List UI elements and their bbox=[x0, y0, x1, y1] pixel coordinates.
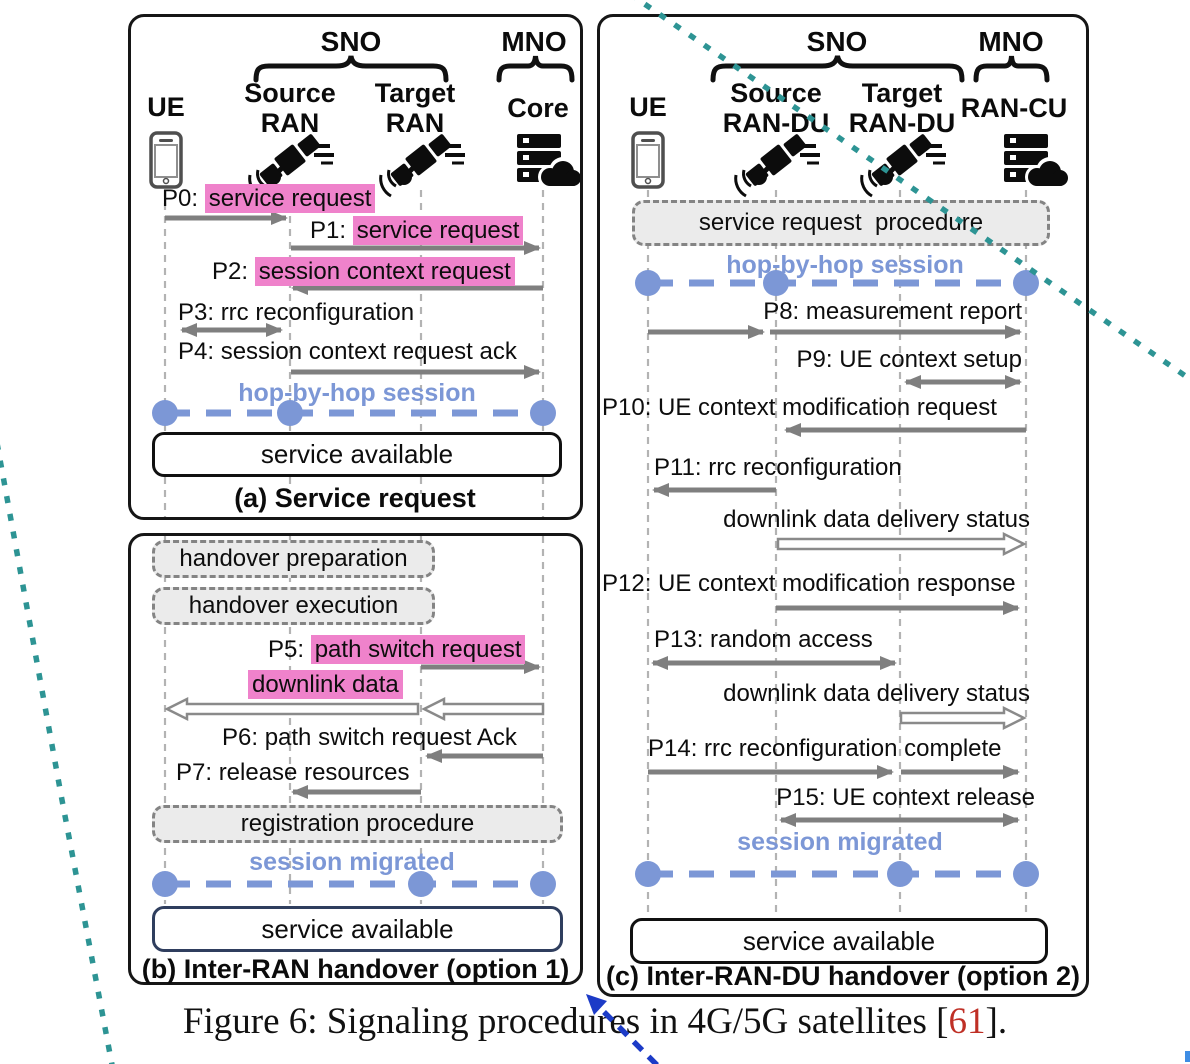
service-available-text-a: service available bbox=[260, 439, 454, 469]
lifelines-panel-b bbox=[163, 536, 545, 904]
message-dds-2: downlink data delivery status bbox=[723, 680, 1030, 707]
panel-b-caption: (b) Inter-RAN handover (option 1) bbox=[141, 954, 570, 984]
actor-source-ran-du-line1: Source bbox=[730, 78, 822, 108]
message-p3: P3: rrc reconfiguration bbox=[178, 299, 415, 326]
figure-caption: Figure 6: Signaling procedures in 4G/5G … bbox=[0, 1000, 1190, 1043]
registration-procedure-box: registration procedure bbox=[152, 805, 563, 843]
figure-caption-ref-number: 61 bbox=[948, 1001, 986, 1042]
actor-ue-c: UE bbox=[629, 92, 667, 122]
actor-source-ran-du-line2: RAN-DU bbox=[722, 108, 830, 138]
panel-a-caption: (a) Service request bbox=[234, 483, 476, 513]
sno-brace-a bbox=[253, 55, 449, 83]
service-available-text-b: service available bbox=[261, 913, 454, 944]
message-downlink-data-text: downlink data bbox=[248, 670, 403, 699]
message-p0: P0: service request bbox=[162, 184, 376, 214]
session-migrated-label-b: session migrated bbox=[249, 848, 455, 876]
handover-preparation-text: handover preparation bbox=[179, 545, 408, 572]
actor-target-ran-a: Target RAN bbox=[355, 78, 475, 138]
message-p14: P14: rrc reconfiguration complete bbox=[648, 735, 1002, 762]
figure-caption-post: ]. bbox=[985, 1001, 1008, 1042]
dds-arrow-1 bbox=[776, 531, 1027, 557]
mno-group-label-c: MNO bbox=[978, 26, 1044, 57]
service-available-text-c: service available bbox=[742, 925, 936, 956]
message-p11: P11: rrc reconfiguration bbox=[654, 454, 902, 481]
dds-arrow-2 bbox=[899, 705, 1027, 731]
message-p1-prefix: P1: bbox=[310, 217, 353, 244]
downlink-data-arrow-target-to-ue bbox=[164, 696, 420, 722]
service-available-box-b: service available bbox=[152, 906, 563, 952]
message-p9: P9: UE context setup bbox=[796, 346, 1022, 373]
registration-procedure-text: registration procedure bbox=[240, 810, 475, 837]
message-p13: P13: random access bbox=[654, 626, 873, 653]
hop-by-hop-session-label-a: hop-by-hop session bbox=[238, 379, 476, 407]
message-p12: P12: UE context modification response bbox=[602, 570, 1016, 597]
message-p1-text: service request bbox=[352, 216, 524, 245]
panel-a-frame bbox=[128, 14, 583, 520]
message-p8: P8: measurement report bbox=[763, 298, 1022, 325]
message-p7: P7: release resources bbox=[176, 759, 410, 786]
service-request-procedure-text: service request procedure bbox=[698, 209, 984, 236]
actor-ue-a: UE bbox=[147, 92, 185, 122]
message-p5-text: path switch request bbox=[310, 635, 526, 664]
message-p2-text: session context request bbox=[254, 257, 515, 286]
figure-caption-pre: Figure 6: Signaling procedures in 4G/5G … bbox=[182, 1001, 949, 1042]
message-dds-1: downlink data delivery status bbox=[723, 506, 1030, 533]
downlink-data-arrow-core-to-target bbox=[421, 696, 545, 722]
hop-by-hop-session-label-c: hop-by-hop session bbox=[726, 251, 964, 279]
actor-source-ran-a: Source RAN bbox=[230, 78, 350, 138]
service-available-box-c: service available bbox=[630, 918, 1048, 964]
message-p5: P5: path switch request bbox=[268, 635, 526, 665]
message-p1: P1: service request bbox=[310, 216, 524, 246]
actor-source-ran-a-line1: Source bbox=[244, 78, 336, 108]
message-p15: P15: UE context release bbox=[776, 784, 1035, 811]
service-available-box-a: service available bbox=[152, 432, 562, 477]
message-downlink-data: downlink data bbox=[248, 670, 403, 700]
message-p4: P4: session context request ack bbox=[178, 338, 517, 365]
panel-b-frame bbox=[128, 533, 583, 985]
message-p6: P6: path switch request Ack bbox=[222, 724, 517, 751]
actor-ran-cu-c: RAN-CU bbox=[960, 93, 1068, 123]
message-p2: P2: session context request bbox=[212, 257, 515, 287]
message-p5-prefix: P5: bbox=[268, 636, 311, 663]
panel-c-caption: (c) Inter-RAN-DU handover (option 2) bbox=[606, 961, 1080, 991]
actor-target-ran-a-line1: Target bbox=[374, 78, 456, 108]
mno-brace-a bbox=[496, 55, 575, 83]
handover-execution-box: handover execution bbox=[152, 587, 435, 625]
handover-preparation-box: handover preparation bbox=[152, 540, 435, 578]
mno-group-label-a: MNO bbox=[501, 26, 567, 57]
message-p2-prefix: P2: bbox=[212, 258, 255, 285]
hollow-data-arrows bbox=[164, 531, 1027, 731]
service-request-procedure-box: service request procedure bbox=[632, 200, 1050, 246]
session-migrated-label-c: session migrated bbox=[737, 828, 943, 856]
sno-group-label-a: SNO bbox=[320, 26, 382, 57]
actor-core-a: Core bbox=[507, 93, 569, 123]
message-p10: P10: UE context modification request bbox=[602, 394, 997, 421]
handover-execution-text: handover execution bbox=[188, 592, 399, 619]
message-p0-text: service request bbox=[204, 184, 376, 213]
actor-source-ran-du-c: Source RAN-DU bbox=[706, 78, 846, 138]
sno-group-label-c: SNO bbox=[806, 26, 868, 57]
actor-target-ran-a-line2: RAN bbox=[385, 108, 445, 138]
message-p0-prefix: P0: bbox=[162, 185, 205, 212]
actor-source-ran-a-line2: RAN bbox=[260, 108, 320, 138]
